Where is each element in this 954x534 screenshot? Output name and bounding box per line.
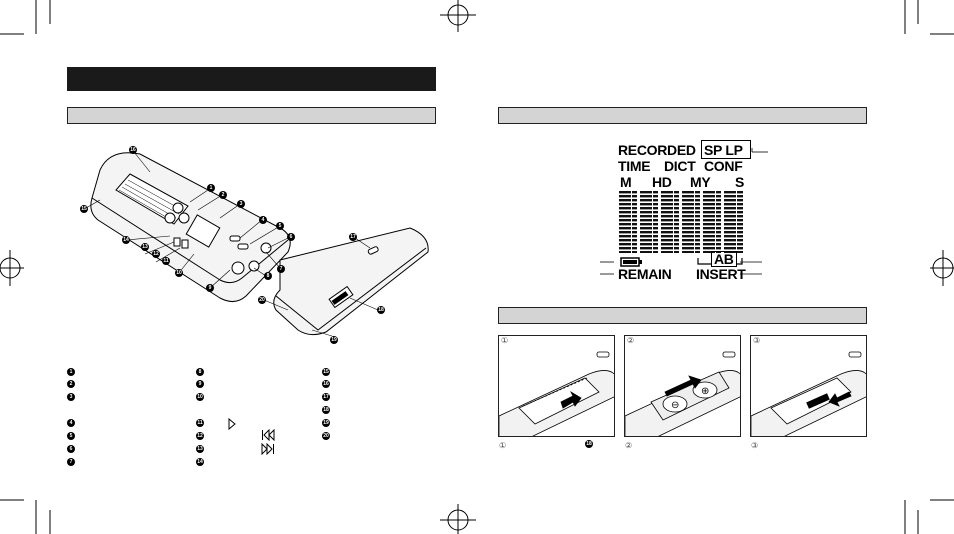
legend-num: 5 bbox=[67, 432, 75, 440]
lcd-recorded: RECORDED bbox=[618, 142, 696, 158]
callout-7: 7 bbox=[277, 265, 285, 273]
step-1-callout: 18 bbox=[585, 440, 593, 448]
callout-8: 8 bbox=[264, 272, 272, 280]
callout-5: 5 bbox=[276, 222, 284, 230]
step1-illustration bbox=[499, 351, 614, 436]
step-2-caption-marker: ② bbox=[625, 441, 633, 450]
lcd-m: M bbox=[620, 174, 632, 190]
legend-num: 4 bbox=[67, 419, 75, 427]
step-1-marker: ① bbox=[501, 336, 509, 345]
lcd-bracket bbox=[697, 258, 743, 265]
step-panel-2: ⊖ ⊕ bbox=[624, 335, 741, 437]
battery-icon bbox=[620, 257, 642, 267]
lcd-hd: HD bbox=[652, 174, 672, 190]
legend-num: 8 bbox=[196, 368, 204, 376]
play-icon bbox=[228, 418, 236, 430]
legend-num: 14 bbox=[196, 458, 204, 466]
svg-text:⊕: ⊕ bbox=[701, 386, 709, 397]
section-bar-parts bbox=[67, 107, 436, 124]
section-bar-display bbox=[498, 107, 867, 124]
step2-illustration: ⊖ ⊕ bbox=[625, 351, 740, 436]
step-panel-3 bbox=[750, 335, 867, 437]
lcd-s: S bbox=[735, 174, 745, 190]
lcd-conf: CONF bbox=[704, 158, 743, 174]
legend-num: 11 bbox=[196, 419, 204, 427]
lcd-ab-box bbox=[711, 251, 737, 267]
callout-16: 16 bbox=[129, 146, 137, 154]
legend-num: 9 bbox=[196, 380, 204, 388]
callout-15: 15 bbox=[80, 205, 88, 213]
legend-num: 7 bbox=[67, 458, 75, 466]
recorder-illustration bbox=[85, 151, 429, 337]
lcd-segment-matrix bbox=[619, 191, 745, 253]
lcd-leader-lines bbox=[600, 148, 768, 275]
callout-18: 18 bbox=[377, 306, 385, 314]
legend-num: 10 bbox=[196, 393, 204, 401]
legend-num: 17 bbox=[322, 393, 330, 401]
step-3-caption-marker: ③ bbox=[751, 441, 759, 450]
callout-19: 19 bbox=[330, 336, 338, 344]
callout-13: 13 bbox=[141, 243, 149, 251]
step-1-caption-marker: ① bbox=[499, 441, 507, 450]
section-bar-battery bbox=[498, 307, 867, 324]
legend-num: 13 bbox=[196, 445, 204, 453]
legend-num: 19 bbox=[322, 419, 330, 427]
step-panel-1 bbox=[498, 335, 615, 437]
callout-6: 6 bbox=[287, 233, 295, 241]
legend-num: 6 bbox=[67, 445, 75, 453]
lcd-sp-lp-box bbox=[701, 140, 751, 159]
legend-num: 12 bbox=[196, 432, 204, 440]
lcd-dict: DICT bbox=[664, 158, 696, 174]
legend-num: 20 bbox=[322, 432, 330, 440]
page-heading-bar bbox=[67, 67, 436, 91]
step-3-marker: ③ bbox=[753, 336, 761, 345]
legend-num: 16 bbox=[322, 380, 330, 388]
lcd-ab: AB bbox=[714, 251, 734, 267]
legend-num: 2 bbox=[67, 380, 75, 388]
callout-10: 10 bbox=[175, 269, 183, 277]
callout-17: 17 bbox=[349, 233, 357, 241]
step-2-marker: ② bbox=[627, 336, 635, 345]
legend-num: 18 bbox=[322, 406, 330, 414]
fast-forward-icon bbox=[261, 443, 274, 455]
callout-2: 2 bbox=[219, 191, 227, 199]
legend-num: 1 bbox=[67, 368, 75, 376]
callout-9: 9 bbox=[206, 284, 214, 292]
legend-num: 3 bbox=[67, 393, 75, 401]
rewind-icon bbox=[262, 429, 275, 441]
callout-1: 1 bbox=[207, 184, 215, 192]
lcd-sp-lp: SP LP bbox=[704, 142, 743, 158]
lcd-insert: INSERT bbox=[696, 266, 746, 282]
lcd-remain: REMAIN bbox=[618, 266, 672, 282]
lcd-time: TIME bbox=[618, 158, 651, 174]
lcd-display: RECORDED SP LP TIME DICT CONF M HD MY S bbox=[612, 139, 752, 281]
legend-num: 15 bbox=[322, 368, 330, 376]
callout-4: 4 bbox=[259, 216, 267, 224]
lcd-my: MY bbox=[690, 174, 711, 190]
callout-12: 12 bbox=[152, 250, 160, 258]
callout-14: 14 bbox=[122, 236, 130, 244]
callout-20: 20 bbox=[258, 296, 266, 304]
callout-3: 3 bbox=[237, 200, 245, 208]
callout-11: 11 bbox=[162, 257, 170, 265]
step3-illustration bbox=[751, 351, 866, 436]
svg-text:⊖: ⊖ bbox=[671, 400, 679, 411]
